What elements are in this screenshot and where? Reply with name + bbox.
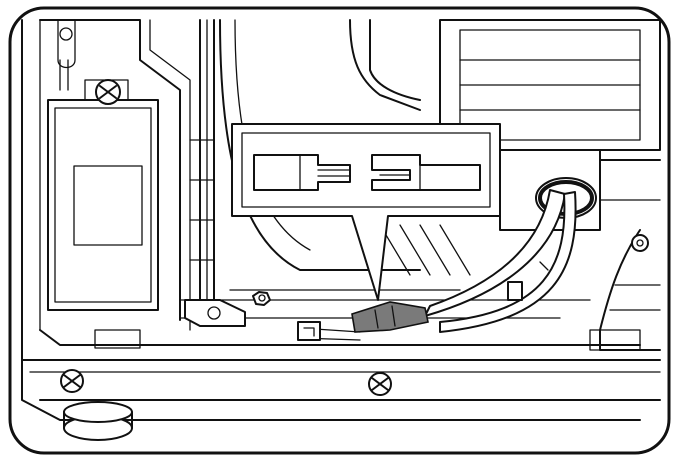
nut-icon [252,291,271,306]
small-bracket [184,299,246,327]
screw-icon [368,372,392,396]
screw-icon [60,369,84,393]
connector-icon [351,301,429,333]
figure-frame [8,6,671,455]
internal-structures [21,19,661,421]
foot-icon [63,401,133,441]
screw-icon [95,79,121,105]
drawing-body [21,19,661,441]
cover-panel-icon [47,79,159,311]
chassis-rails [21,299,661,401]
callout-box [231,123,501,301]
